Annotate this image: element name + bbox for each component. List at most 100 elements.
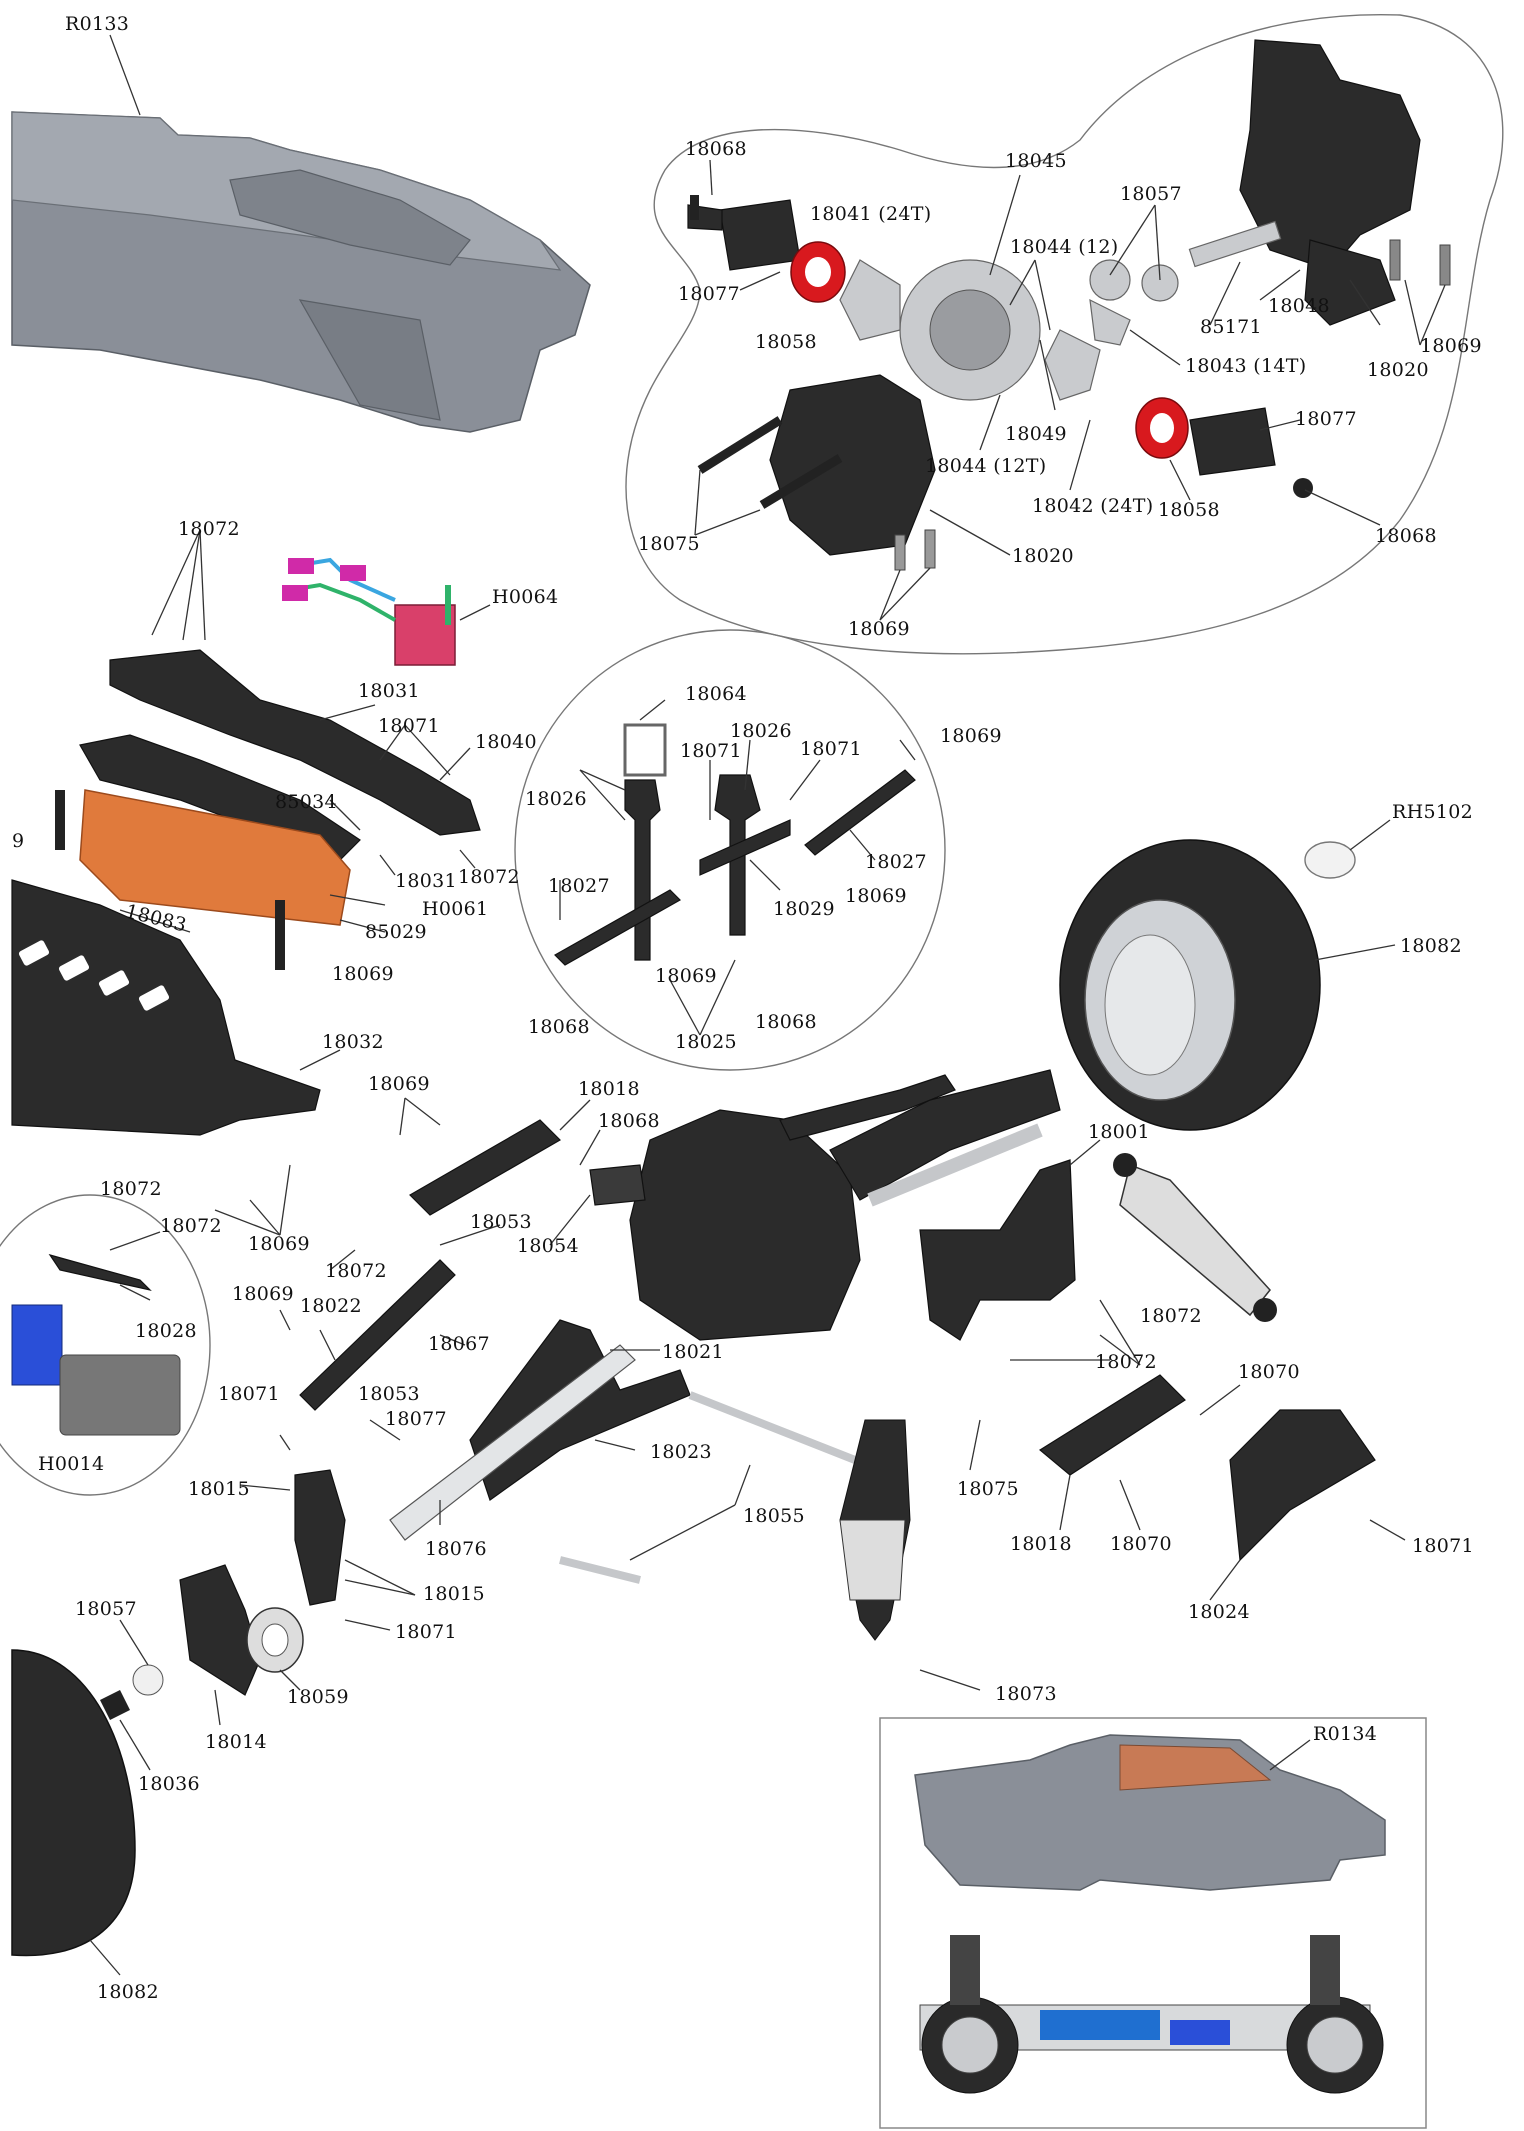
leader-lines (89, 34, 1446, 1976)
label-18072-g: 18072 (1095, 1351, 1157, 1373)
label-rh5102: RH5102 (1392, 801, 1473, 823)
label-18057: 18057 (1120, 183, 1182, 205)
label-18031-b: 18031 (395, 870, 457, 892)
label-18071: 18071 (378, 715, 440, 737)
label-18069-i: 18069 (232, 1283, 294, 1305)
label-18020: 18020 (1367, 359, 1429, 381)
label-18072-c: 18072 (100, 1178, 162, 1200)
label-18031: 18031 (358, 680, 420, 702)
label-18057-b: 18057 (75, 1598, 137, 1620)
label-18036: 18036 (138, 1773, 200, 1795)
label-18069-f: 18069 (655, 965, 717, 987)
label-18018-b: 18018 (1010, 1533, 1072, 1555)
steering-parts (554, 723, 916, 966)
servo-group-outline (0, 1194, 211, 1496)
label-18077-b: 18077 (1295, 408, 1357, 430)
label-18071-c: 18071 (800, 738, 862, 760)
body-shell-r0133 (11, 111, 591, 433)
center-gearbox (100, 1069, 1376, 1720)
label-18058-b: 18058 (1158, 499, 1220, 521)
label-18068-c: 18068 (528, 1016, 590, 1038)
label-85171: 85171 (1200, 316, 1262, 338)
label-18054: 18054 (517, 1235, 579, 1257)
label-18073: 18073 (995, 1683, 1057, 1705)
label-18064: 18064 (685, 683, 747, 705)
label-18069: 18069 (1420, 335, 1482, 357)
label-18068-e: 18068 (598, 1110, 660, 1132)
label-18070: 18070 (1238, 1361, 1300, 1383)
label-18021: 18021 (662, 1341, 724, 1363)
servo-parts (11, 1253, 181, 1436)
receiver-h0064 (282, 557, 456, 666)
label-18071-f: 18071 (395, 1621, 457, 1643)
label-18028: 18028 (135, 1320, 197, 1342)
label-18024: 18024 (1188, 1601, 1250, 1623)
label-18069-d: 18069 (940, 725, 1002, 747)
label-18040: 18040 (475, 731, 537, 753)
label-18015-b: 18015 (423, 1583, 485, 1605)
label-18027: 18027 (548, 875, 610, 897)
label-18059: 18059 (287, 1686, 349, 1708)
label-18023: 18023 (650, 1441, 712, 1463)
label-85034: 85034 (275, 791, 337, 813)
label-18045: 18045 (1005, 150, 1067, 172)
label-18025: 18025 (675, 1031, 737, 1053)
label-18068-d: 18068 (755, 1011, 817, 1033)
differential-group-outline (625, 13, 1504, 655)
label-18029: 18029 (773, 898, 835, 920)
label-18072-f: 18072 (1140, 1305, 1202, 1327)
label-r0133: R0133 (65, 13, 129, 35)
label-18077: 18077 (678, 283, 740, 305)
label-18044-12t: 18044 (12T) (925, 455, 1046, 477)
r0134-body-and-chassis (914, 1734, 1386, 2094)
label-18018: 18018 (578, 1078, 640, 1100)
label-18075: 18075 (638, 533, 700, 555)
label-18071-d: 18071 (218, 1383, 280, 1405)
label-18015: 18015 (188, 1478, 250, 1500)
label-18032: 18032 (322, 1031, 384, 1053)
label-18072-e: 18072 (325, 1260, 387, 1282)
label-18049: 18049 (1005, 423, 1067, 445)
front-tire-18082 (11, 1649, 136, 1957)
label-18069-c: 18069 (332, 963, 394, 985)
label-h0064: H0064 (492, 586, 558, 608)
steering-group-outline (514, 629, 946, 1071)
label-18044-12: 18044 (12) (1010, 236, 1118, 258)
label-18053-b: 18053 (358, 1383, 420, 1405)
label-18071-b: 18071 (680, 740, 742, 762)
label-18058: 18058 (755, 331, 817, 353)
label-85029: 85029 (365, 921, 427, 943)
label-18022: 18022 (300, 1295, 362, 1317)
label-r0134: R0134 (1313, 1723, 1377, 1745)
label-18042: 18042 (24T) (1032, 495, 1153, 517)
label-18077-c: 18077 (385, 1408, 447, 1430)
label-18055: 18055 (743, 1505, 805, 1527)
label-18027-b: 18027 (865, 851, 927, 873)
chassis-plates (11, 649, 481, 1136)
label-18069-h: 18069 (248, 1233, 310, 1255)
label-18075-b: 18075 (957, 1478, 1019, 1500)
label-18026: 18026 (730, 720, 792, 742)
part-labels: R0133 18068 18045 18041 (24T) 18057 1804… (12, 13, 1482, 2003)
label-18071-e: 18071 (1412, 1535, 1474, 1557)
label-18069-b: 18069 (848, 618, 910, 640)
label-18020-b: 18020 (1012, 545, 1074, 567)
label-18076: 18076 (425, 1538, 487, 1560)
label-18014: 18014 (205, 1731, 267, 1753)
label-18068-b: 18068 (1375, 525, 1437, 547)
label-18068: 18068 (685, 138, 747, 160)
label-9: 9 (12, 830, 24, 852)
label-18072-b: 18072 (458, 866, 520, 888)
label-18048: 18048 (1268, 295, 1330, 317)
label-18067: 18067 (428, 1333, 490, 1355)
label-18070-b: 18070 (1110, 1533, 1172, 1555)
label-18069-e: 18069 (845, 885, 907, 907)
label-18072-d: 18072 (160, 1215, 222, 1237)
label-18043: 18043 (14T) (1185, 355, 1306, 377)
differential-parts (687, 39, 1451, 571)
label-h0014: H0014 (38, 1453, 104, 1475)
label-18082-b: 18082 (97, 1981, 159, 2003)
label-18082: 18082 (1400, 935, 1462, 957)
label-h0061: H0061 (422, 898, 488, 920)
